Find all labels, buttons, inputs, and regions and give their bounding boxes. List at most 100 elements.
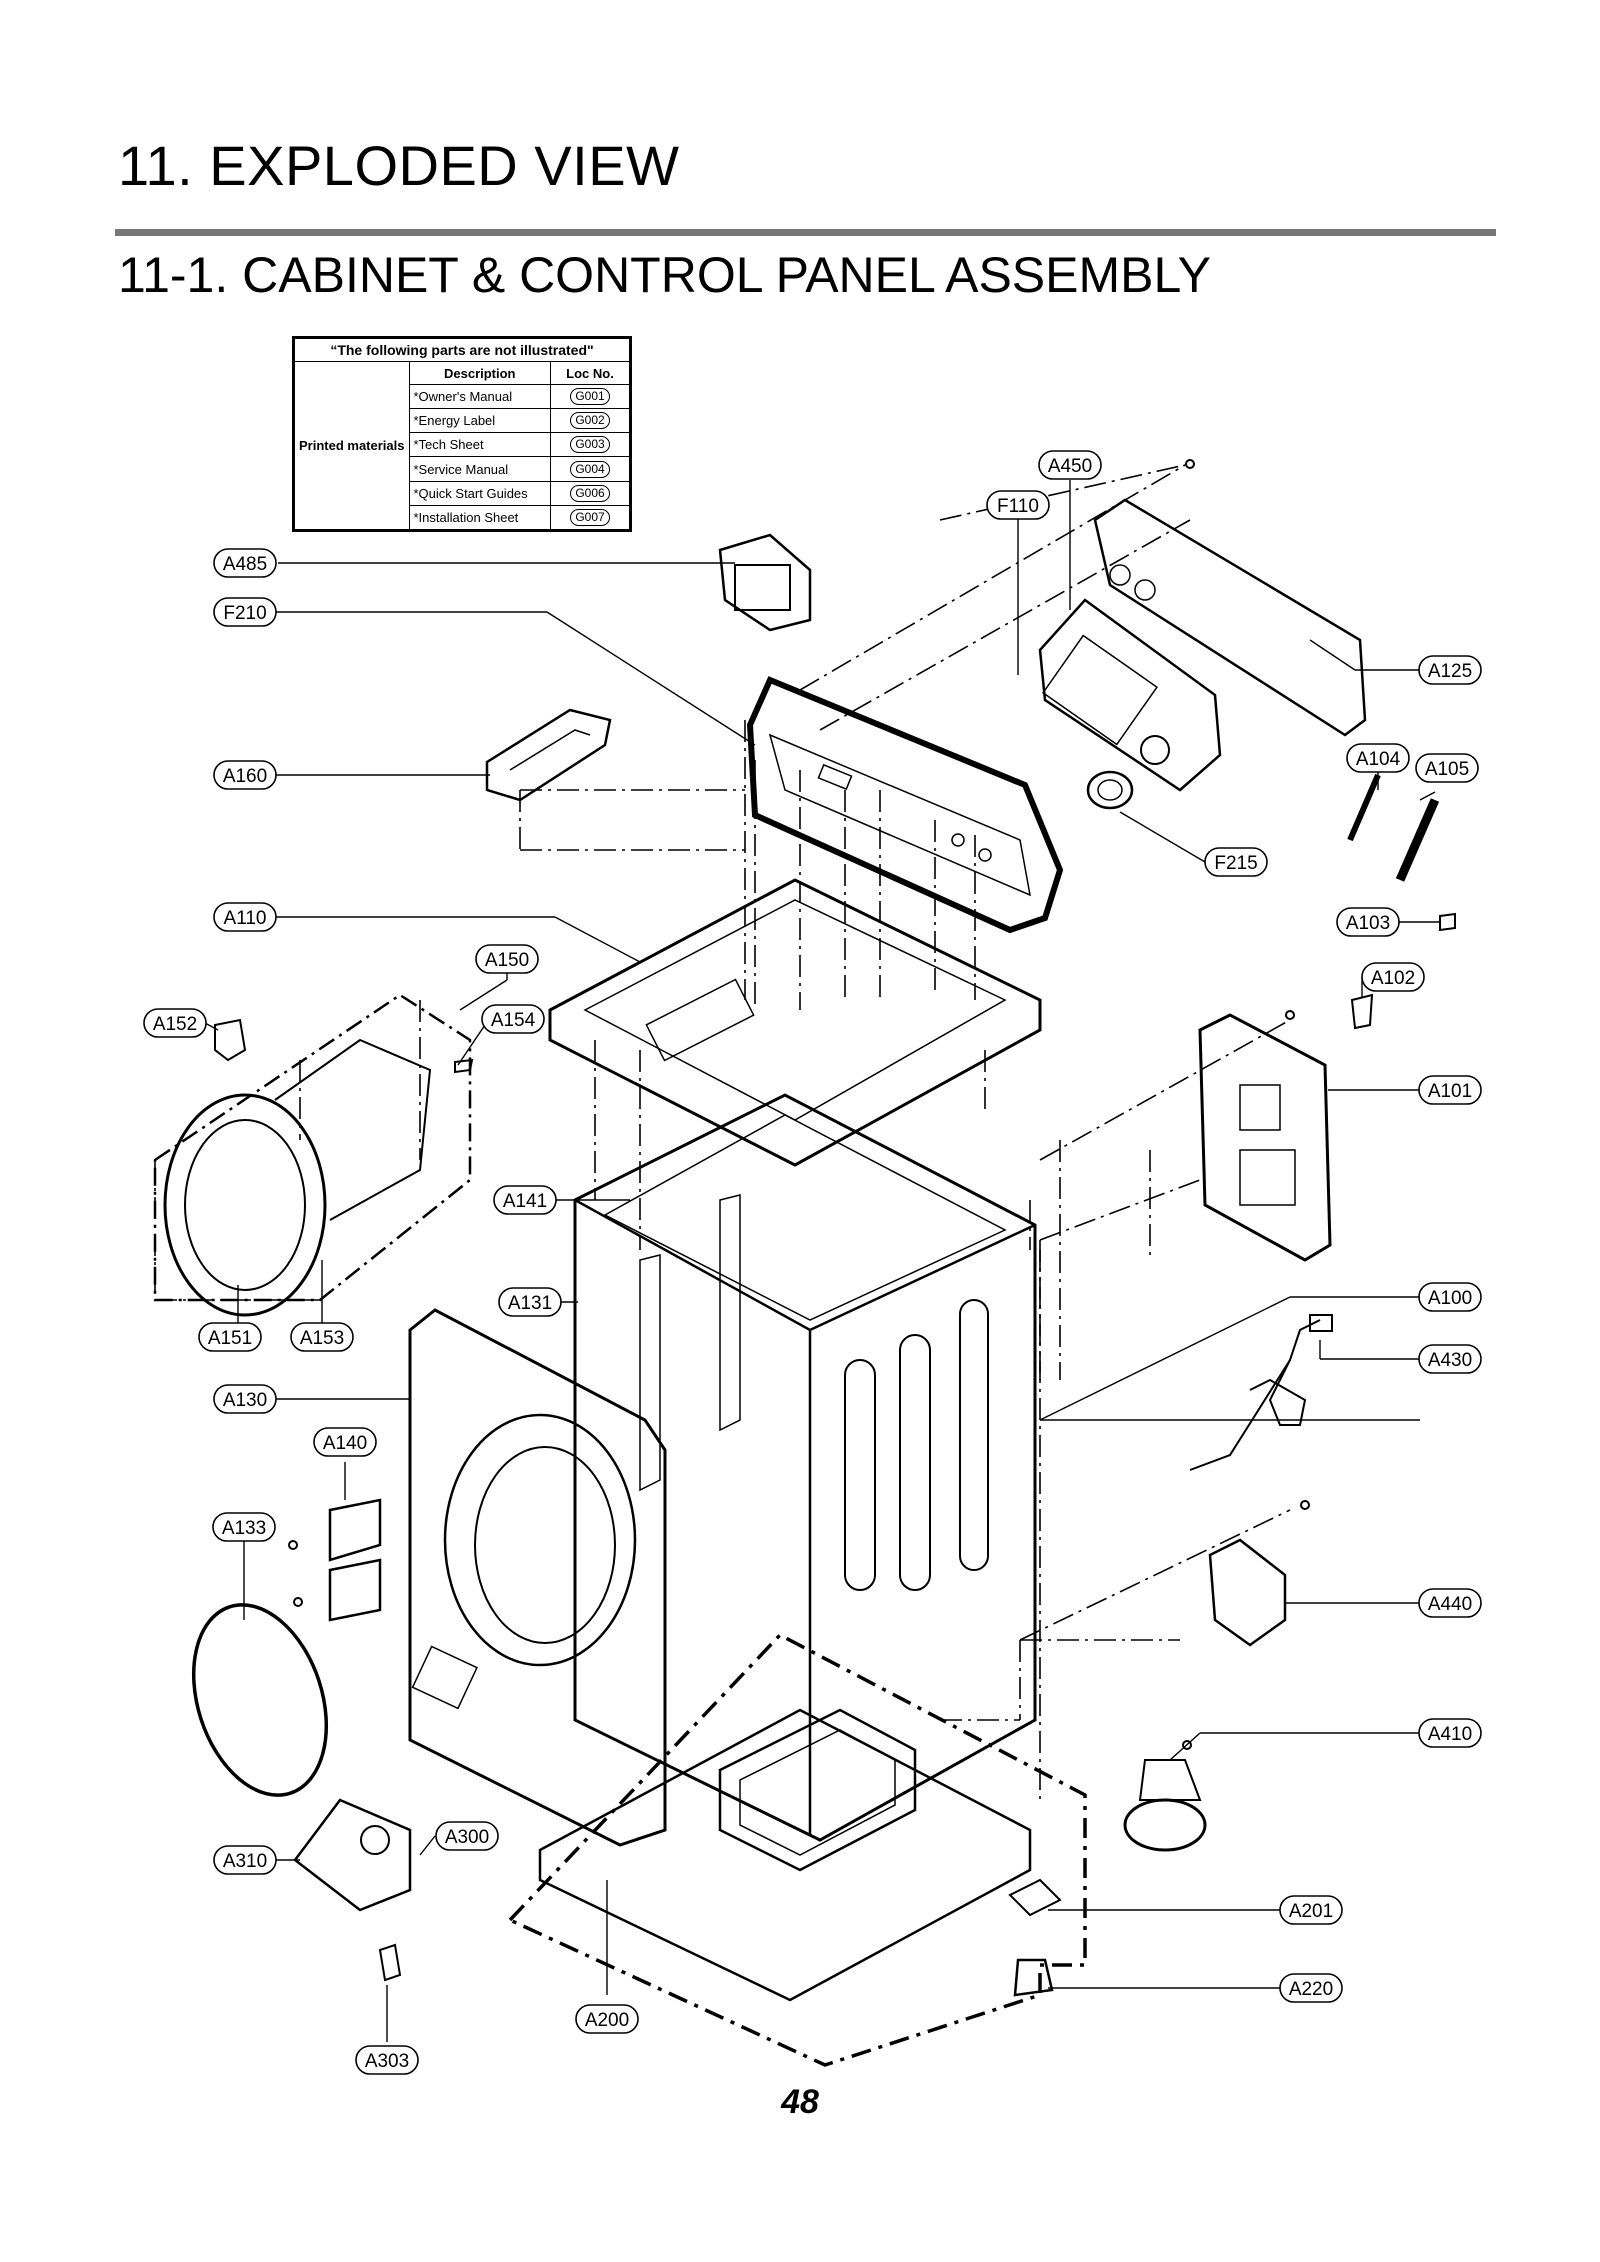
table-caption: “The following parts are not illustrated… bbox=[294, 338, 630, 362]
row-loc: G004 bbox=[570, 460, 610, 478]
label-outline bbox=[1204, 847, 1268, 877]
header-description: Description bbox=[408, 361, 551, 385]
label-a140: A140 bbox=[313, 1427, 377, 1457]
label-a152: A152 bbox=[143, 1008, 207, 1038]
label-outline bbox=[213, 597, 277, 627]
label-text: A110 bbox=[224, 908, 267, 929]
label-a141: A141 bbox=[493, 1185, 557, 1215]
title-divider bbox=[115, 229, 1496, 236]
label-text: A105 bbox=[1425, 759, 1469, 780]
label-text: A410 bbox=[1428, 1724, 1472, 1745]
label-outline bbox=[355, 2045, 419, 2075]
part-a485 bbox=[718, 533, 812, 632]
label-outline bbox=[493, 1185, 557, 1215]
part-a303 bbox=[378, 1943, 402, 1982]
label-text: A104 bbox=[1356, 749, 1401, 770]
part-a220 bbox=[1013, 1958, 1054, 1997]
part-a150-tub bbox=[153, 993, 472, 1317]
part-a154 bbox=[454, 1058, 474, 1074]
label-a125: A125 bbox=[1418, 655, 1482, 685]
part-a110 bbox=[548, 878, 1042, 1167]
label-outline bbox=[212, 1512, 276, 1542]
label-outline bbox=[1418, 1718, 1482, 1748]
row-loc: G002 bbox=[570, 412, 610, 430]
label-a300: A300 bbox=[435, 1821, 499, 1851]
label-text: A310 bbox=[223, 1851, 267, 1872]
label-a303: A303 bbox=[355, 2045, 419, 2075]
part-a133 bbox=[191, 1603, 329, 1797]
label-a102: A102 bbox=[1361, 962, 1425, 992]
label-a430: A430 bbox=[1418, 1344, 1482, 1374]
label-a201: A201 bbox=[1279, 1895, 1343, 1925]
label-a150: A150 bbox=[475, 944, 539, 974]
label-a131: A131 bbox=[498, 1287, 562, 1317]
label-outline bbox=[1415, 753, 1479, 783]
row-description: *Owner's Manual bbox=[408, 383, 551, 410]
label-a105: A105 bbox=[1415, 753, 1479, 783]
label-text: A220 bbox=[1289, 1979, 1333, 2000]
label-a220: A220 bbox=[1279, 1973, 1343, 2003]
part-a102 bbox=[1350, 993, 1374, 1030]
label-text: A151 bbox=[208, 1328, 252, 1349]
not-illustrated-parts-table: “The following parts are not illustrated… bbox=[292, 336, 632, 532]
label-outline bbox=[1346, 743, 1410, 773]
screws bbox=[288, 459, 1310, 1750]
part-a440 bbox=[1208, 1538, 1287, 1647]
category-cell: Printed materials bbox=[294, 361, 410, 530]
label-a101: A101 bbox=[1418, 1075, 1482, 1105]
label-a110: A110 bbox=[213, 902, 277, 932]
label-f210: F210 bbox=[213, 597, 277, 627]
part-a310 bbox=[293, 1798, 412, 1912]
label-text: A131 bbox=[508, 1293, 552, 1314]
label-a153: A153 bbox=[290, 1322, 354, 1352]
part-a130-front-panel bbox=[408, 1308, 667, 1847]
label-outline bbox=[290, 1322, 354, 1352]
label-a200: A200 bbox=[575, 2004, 639, 2034]
label-text: A152 bbox=[153, 1014, 197, 1035]
label-outline bbox=[986, 490, 1050, 520]
label-text: A450 bbox=[1048, 456, 1092, 477]
label-text: A133 bbox=[222, 1518, 266, 1539]
label-outline bbox=[435, 1821, 499, 1851]
part-a101 bbox=[1198, 1013, 1332, 1262]
label-a154: A154 bbox=[481, 1004, 545, 1034]
label-text: A140 bbox=[323, 1433, 367, 1454]
label-text: A102 bbox=[1371, 968, 1415, 989]
label-text: A100 bbox=[1428, 1288, 1472, 1309]
label-outline bbox=[481, 1004, 545, 1034]
label-outline bbox=[1418, 1344, 1482, 1374]
label-outline bbox=[1418, 1282, 1482, 1312]
row-loc: G006 bbox=[570, 484, 610, 502]
label-a485: A485 bbox=[213, 548, 277, 578]
label-text: A153 bbox=[300, 1328, 344, 1349]
label-outline bbox=[1279, 1895, 1343, 1925]
label-text: A430 bbox=[1428, 1350, 1472, 1371]
part-a104 bbox=[1347, 773, 1381, 842]
label-text: A101 bbox=[1428, 1081, 1472, 1102]
part-a430 bbox=[1189, 1314, 1333, 1471]
label-a440: A440 bbox=[1418, 1588, 1482, 1618]
label-outline bbox=[1038, 450, 1102, 480]
part-a105 bbox=[1395, 798, 1440, 882]
label-text: A141 bbox=[503, 1191, 547, 1212]
label-text: A154 bbox=[491, 1010, 536, 1031]
label-text: F110 bbox=[997, 496, 1039, 517]
label-a130: A130 bbox=[213, 1384, 277, 1414]
part-a410 bbox=[1123, 1759, 1207, 1852]
label-outline bbox=[1279, 1973, 1343, 2003]
label-a104: A104 bbox=[1346, 743, 1410, 773]
part-a100-cabinet bbox=[573, 1093, 1037, 1842]
label-outline bbox=[143, 1008, 207, 1038]
label-a160: A160 bbox=[213, 760, 277, 790]
label-text: A303 bbox=[365, 2051, 409, 2072]
page-title: 11. EXPLODED VIEW bbox=[118, 134, 680, 197]
row-description: *Tech Sheet bbox=[408, 432, 551, 458]
label-a103: A103 bbox=[1336, 907, 1400, 937]
part-a103 bbox=[1439, 912, 1456, 932]
label-text: A160 bbox=[223, 766, 267, 787]
label-text: A200 bbox=[585, 2010, 629, 2031]
